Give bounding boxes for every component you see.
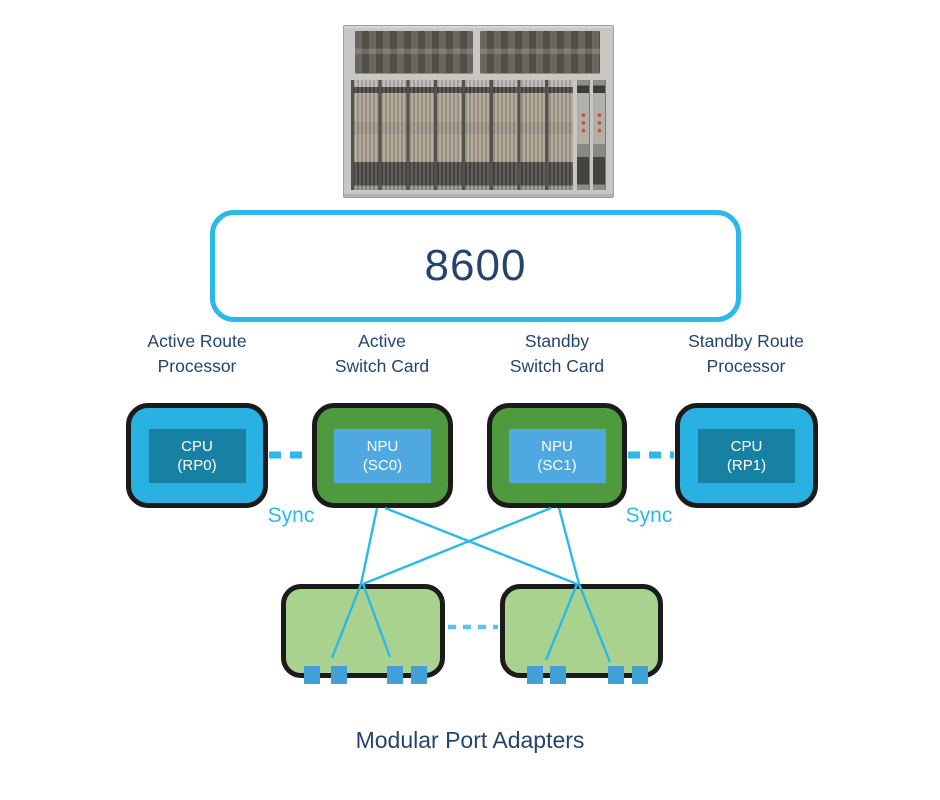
chip-line: (SC0) [362, 456, 403, 474]
sync-label-left: Sync [267, 504, 315, 527]
npu-sc1-chip: NPU (SC1) [508, 428, 606, 483]
port [411, 666, 427, 684]
title-line: Standby Route [688, 331, 804, 351]
sc1-adapter1-link [362, 506, 552, 586]
port [608, 666, 624, 684]
chip-line: NPU [366, 437, 399, 455]
supervisor-card-1 [577, 80, 590, 190]
chassis-photo [343, 25, 614, 198]
platform-8600-box: 8600 [210, 210, 741, 322]
line-card-slots [351, 80, 573, 190]
title-line: Active [358, 331, 406, 351]
port [331, 666, 347, 684]
npu-sc0-chip: NPU (SC0) [334, 428, 431, 483]
chip-line: CPU [730, 437, 763, 455]
fan-tray-right [480, 31, 600, 73]
title-line: Switch Card [334, 356, 430, 376]
title-line: Switch Card [509, 356, 605, 376]
port [387, 666, 403, 684]
fan-tray-left [355, 31, 473, 73]
port [304, 666, 320, 684]
title-line: Processor [157, 356, 237, 376]
title-line: Processor [706, 356, 786, 376]
cpu-rp1-chip: CPU (RP1) [698, 428, 795, 483]
chip-line: (RP1) [726, 456, 767, 474]
node-card-sc1: NPU (SC1) [487, 403, 627, 508]
adapters-caption: Modular Port Adapters [355, 727, 585, 753]
chip-line: CPU [181, 437, 213, 455]
node-card-rp1: CPU (RP1) [675, 403, 818, 508]
sync-label-right: Sync [625, 504, 673, 527]
node-title-active-route-processor: Active Route Processor [112, 329, 282, 379]
platform-label: 8600 [424, 241, 527, 290]
chip-line: (RP0) [177, 456, 217, 474]
chip-line: (SC1) [537, 456, 577, 474]
node-card-sc0: NPU (SC0) [312, 403, 453, 508]
title-line: Standby [524, 331, 590, 351]
port [527, 666, 543, 684]
sc1-adapter2-link [557, 507, 581, 585]
chip-line: NPU [541, 437, 573, 455]
port [632, 666, 648, 684]
node-title-standby-route-processor: Standby Route Processor [661, 329, 831, 379]
node-card-rp0: CPU (RP0) [126, 403, 268, 508]
cpu-rp0-chip: CPU (RP0) [148, 428, 246, 483]
supervisor-card-2 [593, 80, 606, 190]
sc0-adapter1-link [359, 507, 379, 585]
modular-port-adapter-2 [500, 584, 663, 684]
modular-port-adapter-1 [281, 584, 445, 684]
node-title-active-switch-card: Active Switch Card [297, 329, 467, 379]
sc0-adapter2-link [384, 506, 578, 586]
title-line: Active Route [147, 331, 247, 351]
node-title-standby-switch-card: Standby Switch Card [472, 329, 642, 379]
port [550, 666, 566, 684]
